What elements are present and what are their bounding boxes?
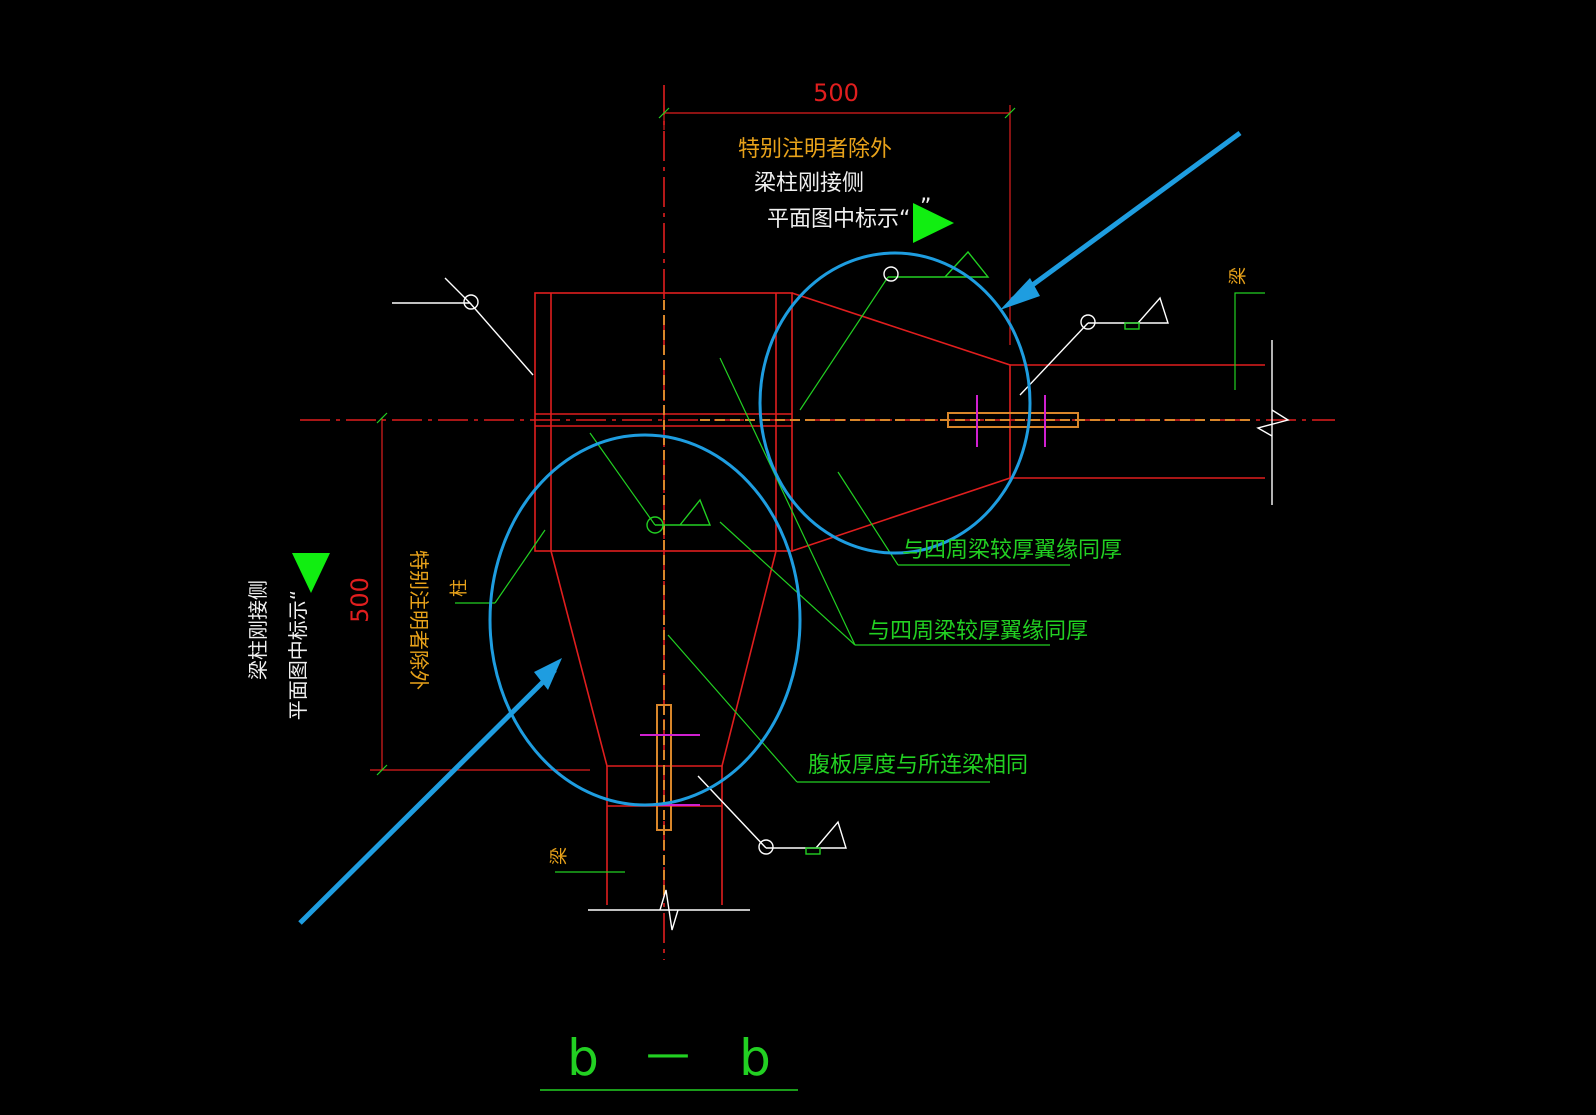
dim-top-value: 500 [813,79,859,107]
weld-bottom-box [805,847,821,855]
weld-bottom-leader [697,775,767,849]
weld-left-flag [392,277,472,304]
weld-bottom-flag [766,820,847,849]
bolt-plate-bottom [656,704,672,831]
leader-lines [455,276,1265,873]
leader-column-label [494,529,546,604]
section-label-dash: — [646,1028,690,1079]
highlight-annotations [298,130,1242,925]
top-white-note-2: 平面图中标示“ [767,207,910,232]
dim-left-value: 500 [346,577,374,623]
right-haunch [791,292,1011,552]
top-orange-note: 特别注明者除外 [738,137,892,162]
dim-top-tick-l [658,107,670,119]
bolt-plate-right [947,412,1079,428]
highlight-arrowhead-right [1000,278,1040,310]
weld-left-circle [463,294,479,310]
leader-flange-1 [837,471,899,566]
flag-triangle-top [913,203,954,243]
weld-symbols [392,277,1290,931]
highlight-arrowhead-left [534,658,562,690]
beam-label-right-leader [1234,292,1265,390]
web-note: 腹板厚度与所连梁相同 [808,753,1028,778]
left-white-note-1: 梁柱刚接侧 [246,580,270,680]
flag-triangle-left [292,553,330,593]
leader-flange-2 [719,357,856,646]
leader-flange-2-b [719,521,856,646]
leader-mid-weld [589,432,656,526]
flange-note-2: 与四周梁较厚翼缘同厚 [868,619,1088,644]
weld-top-circle [883,266,899,282]
highlight-arrow-left [298,668,557,925]
left-orange-note: 特别注明者除外 [407,550,431,690]
beam-label-right: 梁 [1228,267,1249,285]
section-label-right: b [739,1029,771,1087]
column-outline [534,292,793,552]
weld-mid-circle [646,516,664,534]
weld-right-flag [1088,296,1169,324]
weld-mid-flag [655,498,712,526]
weld-green-symbols [646,250,1140,855]
highlight-ellipse-left [488,433,802,807]
bolt-group [640,300,1250,900]
weld-right-box [1124,322,1140,330]
top-white-note-2-close: ” [920,195,931,220]
weld-bottom-circle [758,839,774,855]
break-zigzag-bottom [659,889,679,931]
section-label-left: b [567,1029,599,1087]
dim-left-tick-t [376,412,388,424]
leader-web [667,634,798,783]
weld-right-leader [1019,322,1089,396]
weld-left-leader [469,302,534,376]
beam-label-bottom: 梁 [549,847,570,865]
highlight-ellipse-right [758,251,1032,555]
column-label: 柱 [449,579,470,597]
break-zigzag-right [1256,409,1290,437]
top-white-note-1: 梁柱刚接侧 [754,171,864,196]
dimension-lines [370,105,1016,776]
flange-note-1: 与四周梁较厚翼缘同厚 [902,538,1122,563]
left-white-note-2: 平面图中标示“ [286,590,310,720]
leader-top-weld [799,276,889,411]
dim-left-tick-b [376,764,388,776]
weld-top-flag [888,250,990,278]
dim-top-tick-r [1004,107,1016,119]
green-flags [292,203,954,593]
weld-right-circle [1080,314,1096,330]
highlight-arrow-right [1010,130,1242,303]
